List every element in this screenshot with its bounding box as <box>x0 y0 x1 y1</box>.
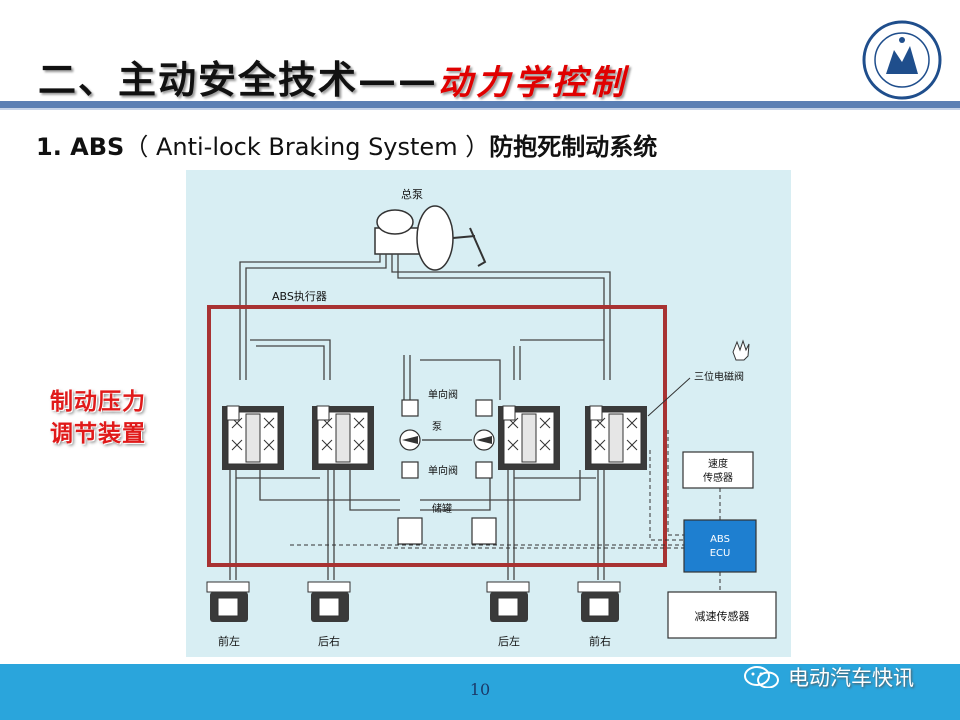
master-cylinder-label: 总泵 <box>401 187 423 201</box>
check-valve-icon <box>475 399 493 417</box>
page-number: 10 <box>469 680 491 699</box>
ecu-line1: ABS <box>710 534 730 545</box>
side-label-line1: 制动压力 <box>50 389 146 415</box>
wheel-rear-left-label: 后左 <box>498 635 520 648</box>
solenoid-valve-rear-right <box>312 405 374 470</box>
check-valve-icon <box>401 461 419 479</box>
watermark-text: 电动汽车快讯 <box>788 666 914 690</box>
wheel-cylinder-rear-left <box>486 581 530 622</box>
check-valve-icon <box>475 461 493 479</box>
header-rule <box>0 101 960 108</box>
decel-sensor-label: 减速传感器 <box>695 610 750 623</box>
actuator-label: ABS执行器 <box>272 289 327 303</box>
heading-middle: （ Anti-lock Braking System ） <box>124 133 490 161</box>
wheel-cylinder-front-left <box>206 581 250 622</box>
wechat-icon <box>744 666 779 688</box>
title-sub: 动力学控制 <box>438 63 629 103</box>
solenoid-valve-front-left <box>222 405 284 470</box>
heading-suffix: 防抱死制动系统 <box>489 133 658 161</box>
heading-prefix: 1. ABS <box>36 133 125 161</box>
speed-sensor-line2: 传感器 <box>703 471 733 484</box>
pressure-modulator-label: 制动压力 调节装置 <box>50 386 146 450</box>
solenoid-valve-front-right <box>585 405 647 470</box>
university-seal-icon <box>862 20 942 100</box>
header-rule-light <box>0 108 960 110</box>
check-valve-bottom-label: 单向阀 <box>428 464 458 477</box>
speed-sensor-line1: 速度 <box>708 457 728 470</box>
check-valve-icon <box>401 399 419 417</box>
watermark: 电动汽车快讯 <box>742 666 914 690</box>
ecu-line2: ECU <box>710 548 731 559</box>
reservoir-icon <box>397 517 423 545</box>
side-label-line2: 调节装置 <box>50 421 146 447</box>
decel-sensor-box <box>667 591 777 639</box>
wheel-front-left-label: 前左 <box>218 634 240 648</box>
wheel-cylinder-rear-right <box>307 581 351 622</box>
solenoid-valve-rear-left <box>498 405 560 470</box>
check-valve-top-label: 单向阀 <box>428 388 458 401</box>
wheel-cylinder-front-right <box>577 581 621 622</box>
master-cylinder-icon <box>374 205 487 271</box>
footer-bar <box>0 664 960 720</box>
abs-diagram: 总泵 ABS执行器 <box>186 170 791 657</box>
hand-cursor-icon <box>732 339 750 361</box>
pump-label: 泵 <box>432 421 442 433</box>
section-heading: 1. ABS（ Anti-lock Braking System ）防抱死制动系… <box>36 127 657 162</box>
title-main: 二、主动安全技术—— <box>38 57 439 102</box>
solenoid-valve-label: 三位电磁阀 <box>694 370 744 383</box>
reservoir-label: 储罐 <box>432 502 452 515</box>
wheel-rear-right-label: 后右 <box>318 634 340 648</box>
speed-sensor-box <box>682 451 754 489</box>
actuator-highlight-box <box>207 305 667 567</box>
slide-title: 二、主动安全技术—— 动力学控制 <box>38 44 628 104</box>
abs-ecu-box <box>683 519 757 573</box>
wheel-front-right-label: 前右 <box>589 634 611 648</box>
reservoir-icon <box>471 517 497 545</box>
